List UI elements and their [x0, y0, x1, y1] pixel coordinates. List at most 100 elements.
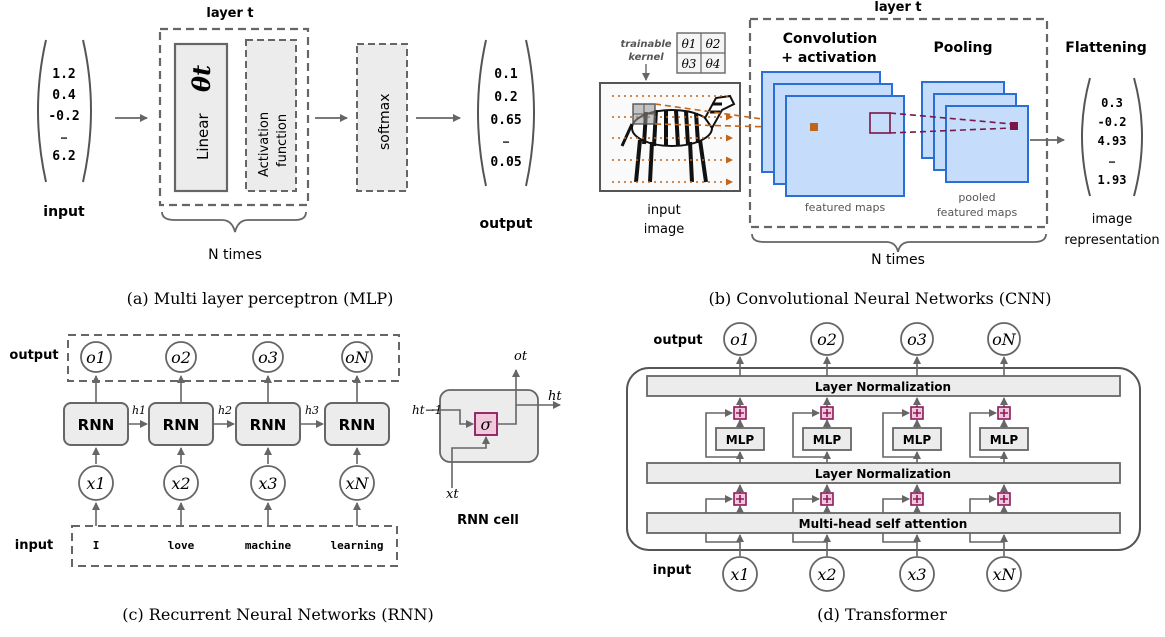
transformer-input-node: [722, 556, 758, 592]
rnn-output-node-label: o3: [258, 348, 278, 367]
transformer-layer-norm-mid-label: Layer Normalization: [815, 467, 951, 481]
cnn-kernel-cell: θ2: [706, 37, 721, 51]
rnn-detail-hidden-out-label: ht: [548, 389, 562, 404]
rnn-input-label: input: [15, 538, 54, 553]
rnn-word: learning: [331, 539, 384, 552]
rnn-output-node: [165, 341, 197, 373]
rnn-word: I: [93, 539, 100, 552]
rnn-input-node: [163, 465, 199, 501]
mlp-caption: (a) Multi layer perceptron (MLP): [127, 289, 394, 308]
rnn-detail-output-label: ot: [514, 349, 528, 364]
rnn-cell-label: RNN: [339, 416, 376, 434]
mlp-activation-label: Activation: [257, 112, 272, 177]
mlp-output-value: 0.65: [490, 113, 521, 128]
cnn-output-value: 1.93: [1098, 173, 1127, 187]
rnn-detail-hidden-in: [432, 409, 474, 428]
mlp-input-value: 6.2: [52, 149, 75, 164]
cnn-pool-window: [869, 112, 891, 134]
mlp-repeat-brace: [161, 211, 307, 233]
mlp-output-label: output: [480, 216, 533, 232]
rnn-input-node: [250, 465, 286, 501]
mlp-output-right-paren: [525, 39, 535, 187]
mlp-input-value: -0.2: [48, 109, 79, 124]
cnn-kernel-grid: [676, 32, 726, 74]
cnn-pooled-maps: [921, 81, 1029, 183]
rnn-output-node: [341, 341, 373, 373]
transformer-attention: [646, 512, 1121, 534]
mlp-theta-label: θt: [187, 65, 216, 92]
transformer-input-node: [899, 556, 935, 592]
transformer-input-node-label: x1: [730, 565, 749, 584]
cnn-pooled-label: featured maps: [937, 206, 1018, 219]
transformer-layer-norm-mid: [646, 462, 1121, 484]
rnn-cell-label: RNN: [78, 416, 115, 434]
transformer-output-node-label: o3: [907, 330, 927, 349]
mlp-layer-box: [158, 27, 310, 207]
cnn-conv-title: + activation: [781, 50, 877, 66]
rnn-output-box: [67, 334, 400, 382]
rnn-output-node-label: o2: [171, 348, 191, 367]
transformer-mlp-label: MLP: [903, 433, 932, 447]
cnn-pool-projection: [889, 112, 1013, 125]
mlp-linear-label: Linear: [194, 113, 212, 160]
mlp-activation-box: [245, 39, 297, 192]
mlp-output-left-paren: [477, 39, 487, 187]
cnn-kernel-cell: θ4: [706, 57, 721, 71]
rnn-input-node: [78, 465, 114, 501]
mlp-activation-label: function: [275, 114, 290, 167]
cnn-output-ellipsis: …: [1109, 155, 1115, 166]
panel-transformer: output input o1 o2 o3 oN Layer Normaliza…: [626, 322, 1141, 624]
mlp-linear-box: [173, 42, 229, 193]
rnn-hidden-label: h3: [305, 404, 319, 417]
mlp-input-left-paren: [37, 39, 47, 183]
rnn-input-node-label: x1: [86, 474, 105, 493]
transformer-input-node: [986, 556, 1022, 592]
panel-mlp: layer t 1.2 0.4 -0.2 … 6.2 input Linear …: [37, 6, 535, 308]
rnn-word: machine: [245, 539, 292, 552]
cnn-output-value: 0.3: [1101, 96, 1123, 110]
transformer-mlp-column: MLP: [882, 397, 942, 463]
cnn-output-left-paren: [1081, 77, 1091, 197]
cnn-repeat-brace: [751, 233, 1047, 253]
transformer-output-node-label: oN: [992, 330, 1017, 349]
rnn-detail-input-arrow: [451, 436, 490, 488]
mlp-repeat-label: N times: [208, 247, 262, 263]
rnn-cell-label: RNN: [250, 416, 287, 434]
transformer-output-node-label: o2: [817, 330, 837, 349]
rnn-input-node: [339, 465, 375, 501]
rnn-caption: (c) Recurrent Neural Networks (RNN): [122, 605, 433, 624]
mlp-input-ellipsis: …: [61, 131, 67, 142]
rnn-hidden-label: h1: [132, 404, 146, 417]
rnn-output-label: output: [9, 348, 58, 363]
transformer-input-node-label: xN: [992, 565, 1016, 584]
transformer-mlp-label: MLP: [990, 433, 1019, 447]
rnn-column: o3 RNN x3 machine: [235, 341, 301, 552]
mlp-softmax-label: softmax: [377, 93, 393, 150]
cnn-pooled-label: pooled: [958, 191, 995, 204]
rnn-input-node-label: x2: [171, 474, 190, 493]
rnn-output-node: [252, 341, 284, 373]
transformer-caption: (d) Transformer: [817, 605, 947, 624]
cnn-repr-label: representation: [1064, 233, 1159, 248]
cnn-pool-title: Pooling: [933, 40, 992, 56]
transformer-layer-norm-top: [646, 375, 1121, 397]
transformer-block: [626, 367, 1141, 551]
transformer-attention-label: Multi-head self attention: [799, 517, 968, 531]
transformer-output-node-label: o1: [730, 330, 750, 349]
transformer-output-node: [723, 322, 757, 356]
cnn-output-value: -0.2: [1098, 115, 1127, 129]
cnn-layer-box: [748, 17, 1049, 229]
rnn-detail-title: RNN cell: [457, 513, 519, 528]
transformer-attn-column: [792, 484, 834, 543]
cnn-kernel-window: [632, 103, 656, 125]
rnn-hidden-label: h2: [218, 404, 232, 417]
rnn-column: oN RNN xN learning: [324, 341, 390, 552]
rnn-output-node: [80, 341, 112, 373]
cnn-output-right-paren: [1133, 77, 1143, 197]
transformer-input-node: [809, 556, 845, 592]
cnn-feature-maps: [761, 71, 905, 197]
cnn-kernel-label: kernel: [628, 52, 664, 63]
rnn-output-node-label: oN: [345, 348, 370, 367]
mlp-output-ellipsis: …: [503, 135, 509, 146]
